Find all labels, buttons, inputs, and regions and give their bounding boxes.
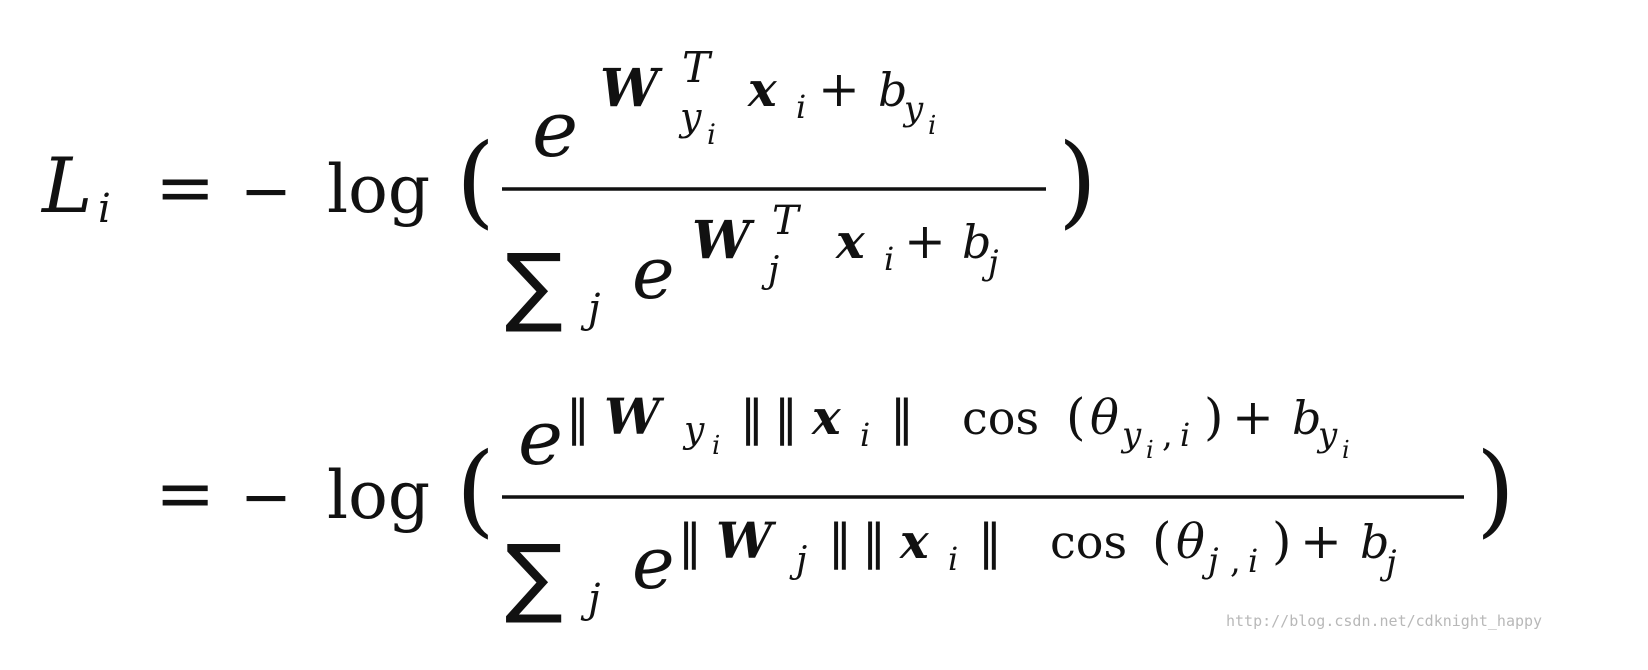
den1-b: b <box>962 215 991 269</box>
den2-x: x <box>899 514 930 570</box>
num1-plus: + <box>818 60 860 118</box>
equals-1: = <box>155 145 215 229</box>
num1-b-sub-y-sub-i: i <box>928 111 936 141</box>
paren-open-2: ( <box>456 431 495 548</box>
den1-plus: + <box>904 212 946 270</box>
num1-b-sub-y: y <box>902 89 924 129</box>
den2-e: e <box>632 521 675 605</box>
minus-2: − <box>240 460 292 533</box>
den1-sum: ∑ <box>505 236 563 336</box>
den1-W: W <box>692 210 755 271</box>
num2-cos: cos <box>962 391 1039 445</box>
num2-theta: θ <box>1090 390 1119 446</box>
num2-W-sub-y-sub-i: i <box>712 431 720 461</box>
num2-x: x <box>811 390 842 446</box>
log-2: log <box>327 457 430 534</box>
numerator-1: e W T y i x i + b y i <box>532 43 936 175</box>
den1-T: T <box>772 198 802 244</box>
den2-plus: + <box>1300 512 1342 570</box>
den2-W-sub-j: j <box>789 540 807 581</box>
num2-theta-sub-i: i <box>1180 416 1190 454</box>
den2-theta-sub-i: i <box>1248 542 1258 580</box>
num1-x: x <box>747 62 778 118</box>
den1-sum-sub-j: j <box>580 286 600 332</box>
num2-plus: + <box>1232 388 1274 446</box>
num1-y: y <box>678 95 702 139</box>
num2-norm-1: ‖ <box>566 390 590 446</box>
num1-x-sub-i: i <box>796 88 806 126</box>
num1-y-sub-i: i <box>707 118 716 151</box>
num2-x-sub-i: i <box>860 416 870 454</box>
num2-b-sub-y: y <box>1316 415 1338 455</box>
num2-e: e <box>518 393 563 482</box>
num2-theta-comma: , <box>1162 415 1173 455</box>
den2-norm-4: ‖ <box>978 514 1002 570</box>
paren-open-1: ( <box>456 122 495 239</box>
paren-close-1: ) <box>1058 122 1097 239</box>
den2-norm-1: ‖ <box>678 514 702 570</box>
num2-norm-3: ‖ <box>774 390 798 446</box>
den2-norm-3: ‖ <box>862 514 886 570</box>
den2-sum-sub-j: j <box>580 576 600 622</box>
paren-close-2: ) <box>1476 431 1515 548</box>
num2-W: W <box>604 387 665 446</box>
den2-norm-2: ‖ <box>828 514 852 570</box>
den1-e: e <box>632 231 675 315</box>
formula-line-2: = − log ( e ‖ W y i ‖ ‖ x i ‖ cos ( θ y … <box>155 387 1515 627</box>
den2-x-sub-i: i <box>948 540 958 578</box>
num2-W-sub-y: y <box>682 410 705 451</box>
num2-norm-2: ‖ <box>740 390 764 446</box>
num1-e: e <box>532 85 578 175</box>
numerator-2: e ‖ W y i ‖ ‖ x i ‖ cos ( θ y i , i ) + … <box>518 387 1350 482</box>
den2-cos: cos <box>1050 515 1127 569</box>
num2-b-sub-y-sub-i: i <box>1342 436 1350 464</box>
num1-b: b <box>878 63 907 117</box>
watermark-url: http://blog.csdn.net/cdknight_happy <box>1226 612 1542 630</box>
num2-rparen: ) <box>1204 388 1224 446</box>
num1-W: W <box>600 58 663 119</box>
denominator-1: ∑ j e W T j x i + b j <box>505 198 999 336</box>
den2-W: W <box>716 511 777 570</box>
den2-sum: ∑ <box>505 527 563 627</box>
lhs-sub-i: i <box>98 186 111 232</box>
equals-2: = <box>155 451 215 535</box>
den2-lparen: ( <box>1152 512 1172 570</box>
den2-b: b <box>1360 515 1389 569</box>
num2-theta-sub-y-sub-i: i <box>1146 436 1154 464</box>
num1-T: T <box>682 43 713 92</box>
den1-x-sub-i: i <box>884 240 894 278</box>
den2-rparen: ) <box>1272 512 1292 570</box>
den1-W-sub-j: j <box>761 250 779 291</box>
num2-norm-4: ‖ <box>890 390 914 446</box>
denominator-2: ∑ j e ‖ W j ‖ ‖ x i ‖ cos ( θ j , i ) + … <box>505 511 1397 627</box>
num2-lparen: ( <box>1066 388 1086 446</box>
den2-theta-comma: , <box>1230 541 1241 581</box>
num2-theta-sub-y: y <box>1120 415 1142 455</box>
formula-line-1: L i = − log ( e W T y i x i + b y i <box>40 43 1097 336</box>
num2-b: b <box>1292 391 1321 445</box>
den1-x: x <box>835 214 866 270</box>
den2-theta: θ <box>1176 514 1205 570</box>
log-1: log <box>327 151 430 228</box>
minus-1: − <box>240 154 292 227</box>
lhs-L: L <box>40 141 92 230</box>
